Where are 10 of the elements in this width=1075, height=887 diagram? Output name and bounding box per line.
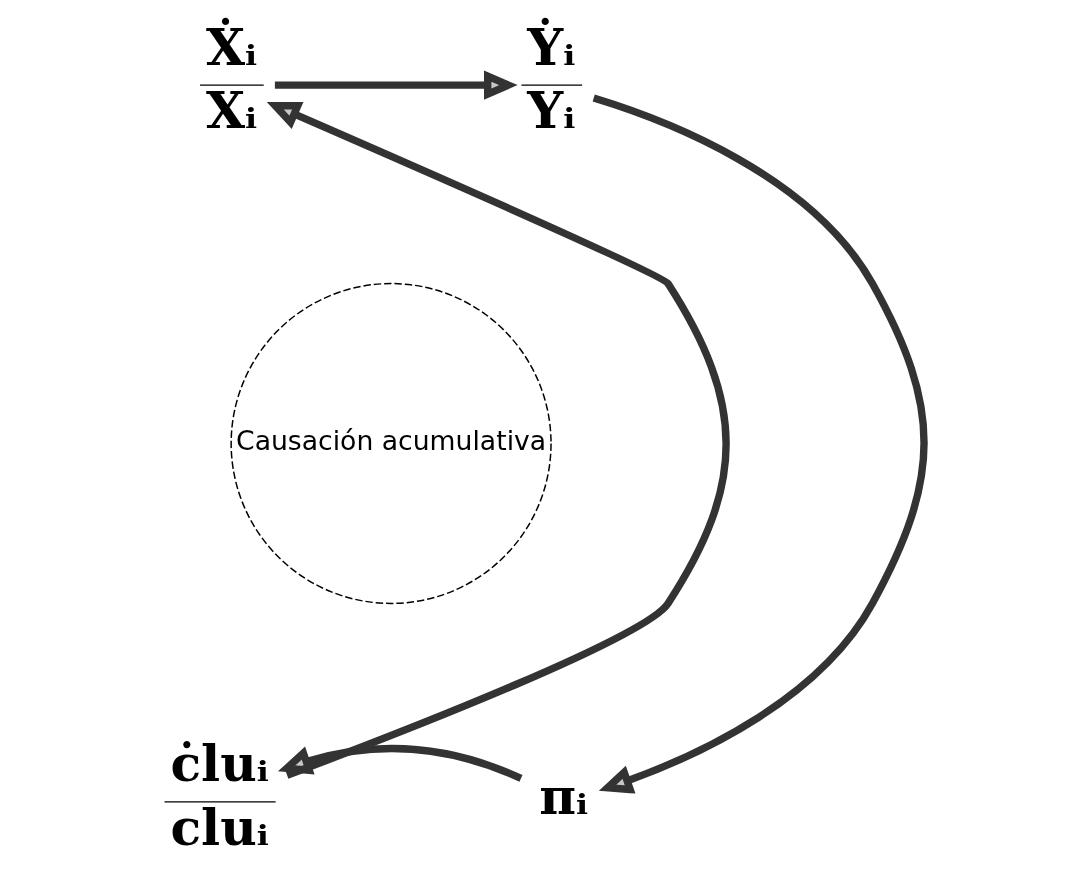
node-label: Ẏᵢ xyxy=(526,17,575,77)
node-label: ċluᵢ xyxy=(169,734,269,794)
node-text: πᵢ xyxy=(538,767,588,827)
arrow xyxy=(266,101,730,779)
node-label: Ẋᵢ xyxy=(205,17,257,77)
arrow xyxy=(592,94,928,794)
node-label: Xᵢ xyxy=(205,81,257,141)
node-label: cluᵢ xyxy=(169,798,269,858)
node-circle: Causación acumulativa xyxy=(229,282,552,605)
node-label: Yᵢ xyxy=(526,81,575,141)
